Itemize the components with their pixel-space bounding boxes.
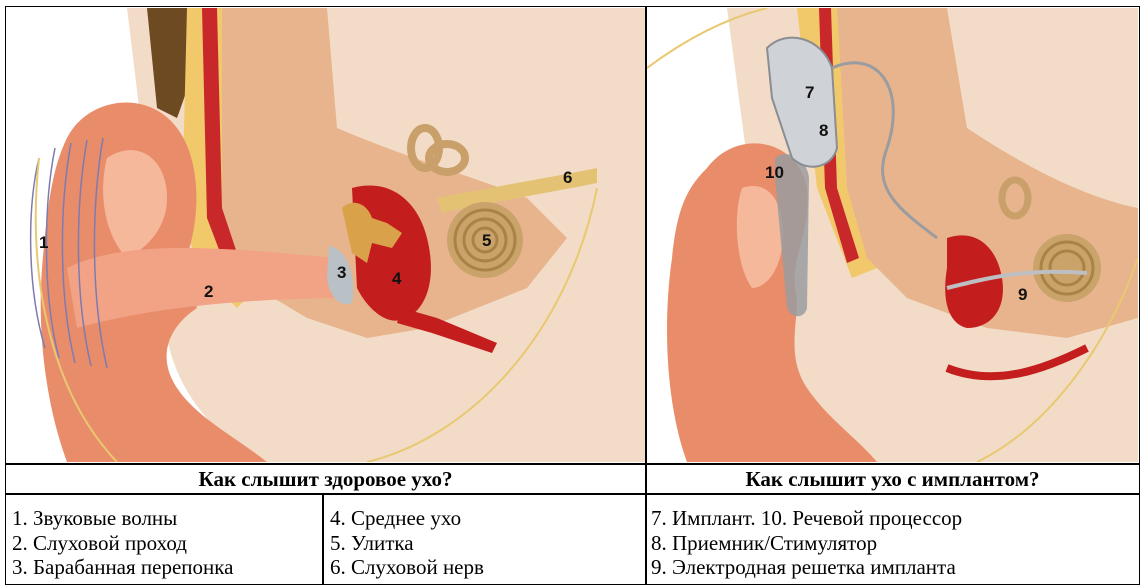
divider-headings	[5, 493, 1140, 495]
legend-item-3: 3. Барабанная перепонка	[12, 555, 233, 580]
callout-9: 9	[1018, 285, 1027, 304]
right-heading: Как слышит ухо с имплантом?	[647, 467, 1138, 491]
left-heading: Как слышит здоровое ухо?	[6, 467, 645, 491]
callout-7: 7	[805, 83, 814, 102]
legend-left-col1: 1. Звуковые волны 2. Слуховой проход 3. …	[12, 506, 233, 580]
legend-item-1: 1. Звуковые волны	[12, 506, 233, 531]
implant-ear-illustration: 7 8 9 10	[647, 8, 1138, 462]
callout-5: 5	[482, 231, 491, 250]
legend-item-7-10: 7. Имплант. 10. Речевой процессор	[651, 506, 962, 531]
callout-2: 2	[204, 282, 213, 301]
callout-10: 10	[765, 163, 784, 182]
callout-8: 8	[819, 121, 828, 140]
legend-item-9: 9. Электродная решетка импланта	[651, 555, 962, 580]
legend-item-4: 4. Среднее ухо	[330, 506, 484, 531]
legend-item-5: 5. Улитка	[330, 531, 484, 556]
legend-right: 7. Имплант. 10. Речевой процессор 8. При…	[651, 506, 962, 580]
divider-vertical-main	[645, 6, 647, 585]
legend-item-2: 2. Слуховой проход	[12, 531, 233, 556]
divider-illustrations	[5, 463, 1140, 465]
legend-item-6: 6. Слуховой нерв	[330, 555, 484, 580]
healthy-ear-illustration: 1 2 3 4 5 6	[7, 8, 645, 462]
callout-4: 4	[392, 269, 402, 288]
callout-1: 1	[39, 233, 48, 252]
legend-left-col2: 4. Среднее ухо 5. Улитка 6. Слуховой нер…	[330, 506, 484, 580]
callout-3: 3	[337, 263, 346, 282]
legend-item-8: 8. Приемник/Стимулятор	[651, 531, 962, 556]
callout-6: 6	[563, 168, 572, 187]
divider-legend-columns	[322, 493, 324, 585]
